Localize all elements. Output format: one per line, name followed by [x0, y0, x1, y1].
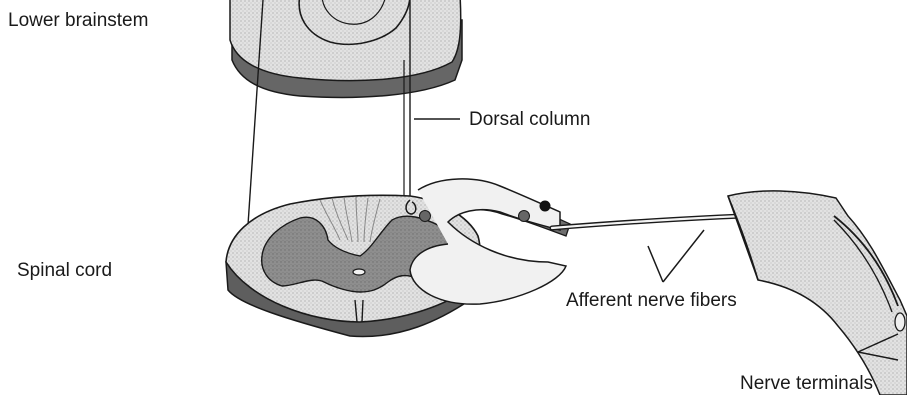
central-canal — [353, 269, 365, 275]
neuron-cell-body — [519, 211, 530, 222]
lower-brainstem-section — [230, 0, 462, 97]
afferent-nerve-fibers-label: Afferent nerve fibers — [566, 291, 737, 310]
nerve-terminal-ending — [895, 313, 905, 331]
brainstem-top-face — [230, 0, 461, 81]
spinal-cord-label: Spinal cord — [17, 261, 112, 280]
lower-brainstem-label: Lower brainstem — [8, 11, 148, 30]
skin-tissue — [728, 191, 907, 395]
dorsal-column-label: Dorsal column — [469, 110, 590, 129]
ganglion-cell-body — [540, 201, 550, 211]
nerve-terminals-label: Nerve terminals — [740, 374, 873, 393]
afferent-fibers-leaders — [648, 230, 704, 282]
skin-tissue-block — [728, 191, 907, 395]
neuron-cell-body — [420, 211, 431, 222]
